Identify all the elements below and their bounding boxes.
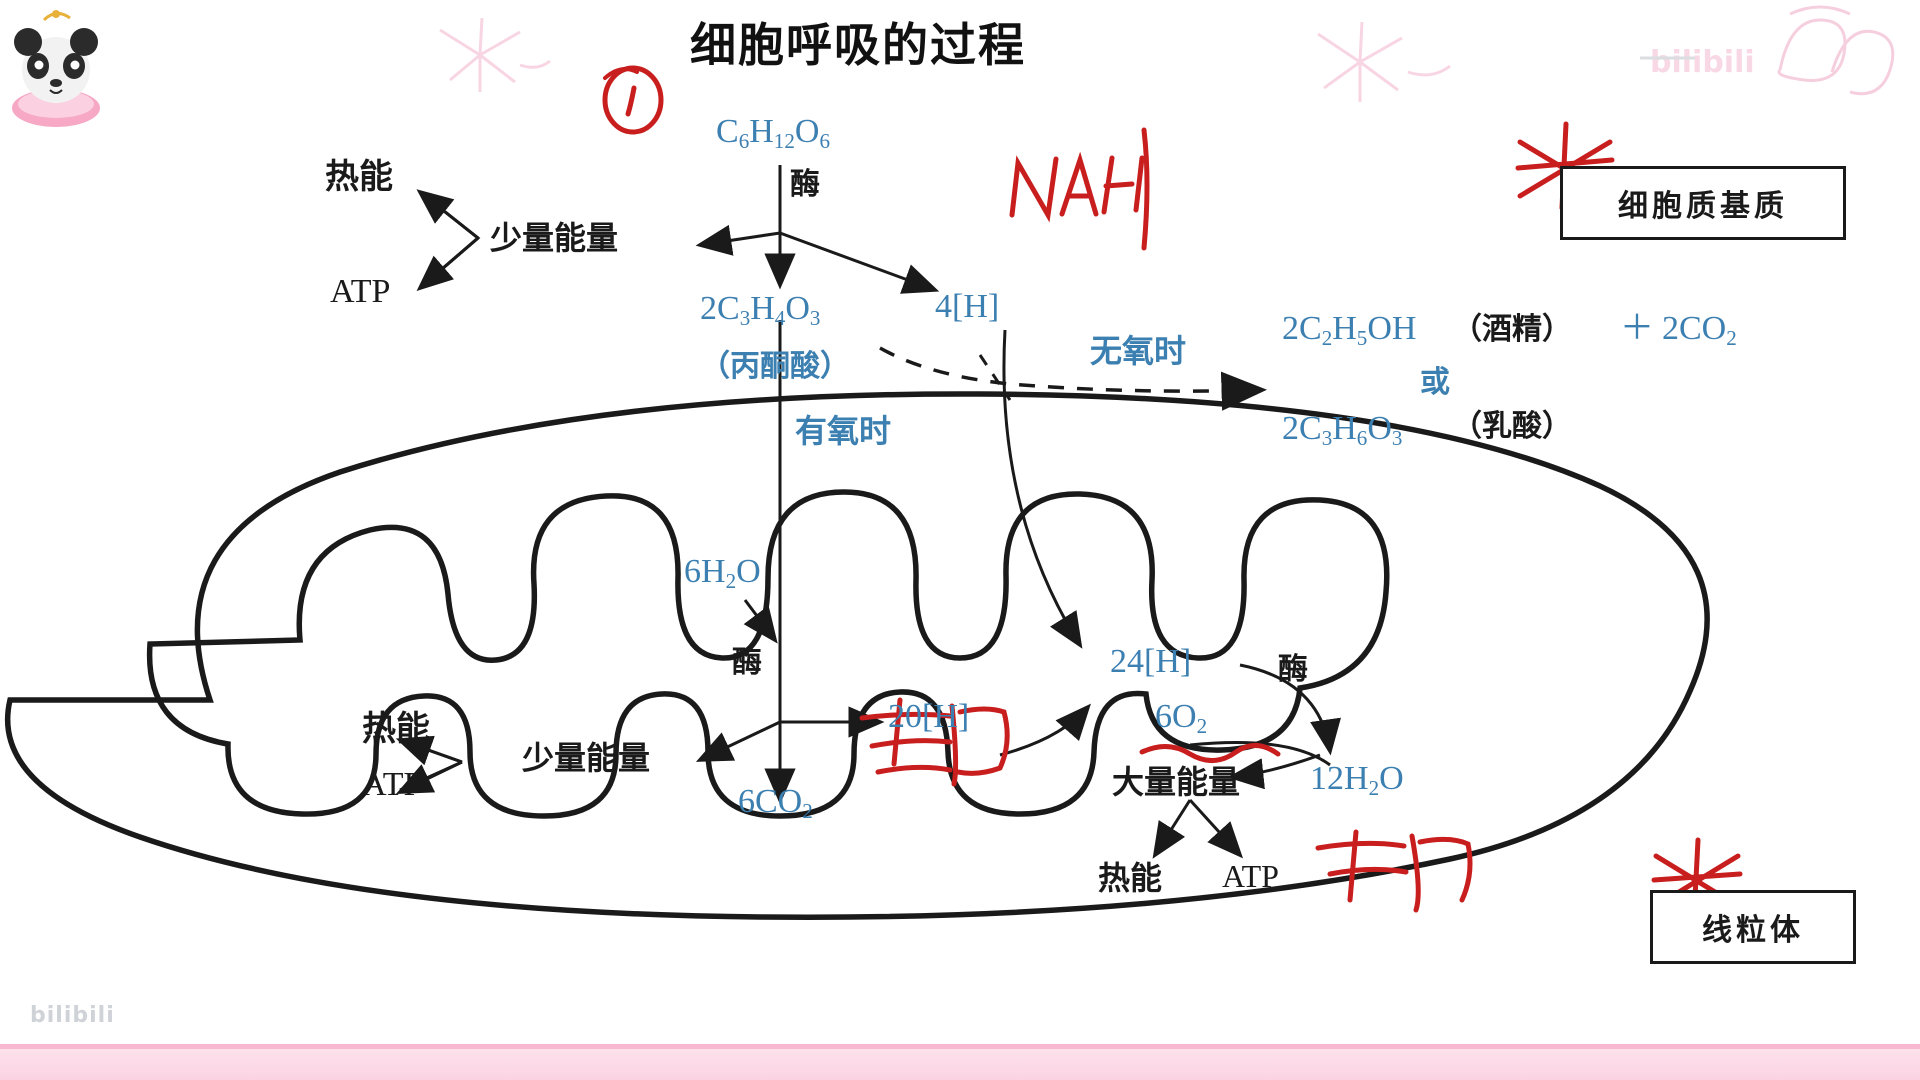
small-energy-label-cytoplasm: 少量能量 bbox=[490, 219, 619, 257]
heat-label-cytoplasm: 热能 bbox=[325, 157, 393, 197]
ethanol-formula: 2C2H5OH bbox=[1282, 310, 1417, 350]
pyruvate-sub-h: 4 bbox=[774, 305, 786, 330]
reduced-hydrogen-4h: 4[H] bbox=[935, 288, 1000, 325]
bottom-decorative-strip bbox=[0, 1044, 1920, 1080]
bilibili-pink-watermark: bilibili bbox=[1640, 45, 1755, 80]
glucose-formula: C6H12O6 bbox=[716, 113, 830, 153]
pyruvate-name-label: （丙酮酸） bbox=[700, 349, 850, 384]
lactate-sub-o: 3 bbox=[1391, 425, 1403, 450]
anaerobic-co2-formula: 2CO2 bbox=[1662, 310, 1737, 350]
pink-flower-doodle-right bbox=[1317, 21, 1451, 102]
co2-output-formula: 6CO2 bbox=[738, 783, 813, 823]
lactate-formula: 2C3H6O3 bbox=[1282, 410, 1403, 450]
bilibili-watermark-bottom: bilibili bbox=[30, 1003, 115, 1028]
lactate-sub-c: 3 bbox=[1321, 425, 1333, 450]
water-input-sub: 2 bbox=[725, 568, 737, 593]
ethanol-name-label: （酒精） bbox=[1452, 312, 1572, 347]
panda-avatar bbox=[12, 10, 100, 127]
heat-label-mitochondrion: 热能 bbox=[362, 709, 430, 749]
svg-text:bilibili: bilibili bbox=[1650, 45, 1755, 80]
enzyme-label-krebs: 酶 bbox=[732, 645, 762, 680]
ethanol-sub-c: 2 bbox=[1321, 325, 1333, 350]
pyruvate-sub-c: 3 bbox=[739, 305, 751, 330]
anaerobic-plus-sign: ＋ bbox=[1620, 310, 1654, 347]
glucose-sub-c: 6 bbox=[738, 128, 750, 153]
anaerobic-or-label: 或 bbox=[1420, 365, 1450, 400]
atp-label-mitochondrion-2: ATP bbox=[1222, 858, 1279, 894]
aerobic-condition-label: 有氧时 bbox=[795, 412, 892, 450]
pink-scribble-doodle bbox=[1777, 5, 1895, 96]
pyruvate-formula: 2C3H4O3 bbox=[700, 290, 821, 330]
enzyme-label-glycolysis: 酶 bbox=[790, 167, 820, 202]
water-output-formula: 12H2O bbox=[1310, 760, 1404, 800]
pyruvate-sub-o: 3 bbox=[809, 305, 821, 330]
pink-flower-doodle-left bbox=[439, 17, 551, 92]
glucose-sub-h: 12 bbox=[773, 128, 795, 153]
lactate-sub-h: 6 bbox=[1356, 425, 1368, 450]
glucose-sub-o: 6 bbox=[819, 128, 830, 153]
oxygen-formula: 6O2 bbox=[1155, 698, 1208, 738]
atp-label-mitochondrion: ATP bbox=[362, 766, 423, 803]
mitochondrion-box-label: 线粒体 bbox=[1650, 890, 1856, 964]
enzyme-label-oxidative: 酶 bbox=[1278, 652, 1308, 687]
large-energy-label: 大量能量 bbox=[1112, 763, 1241, 801]
heat-label-mitochondrion-2: 热能 bbox=[1098, 859, 1163, 897]
reduced-hydrogen-20h: 20[H] bbox=[888, 698, 970, 735]
atp-label-cytoplasm: ATP bbox=[330, 273, 391, 310]
ethanol-sub-h: 5 bbox=[1356, 325, 1368, 350]
water-output-sub: 2 bbox=[1368, 775, 1380, 800]
anaerobic-condition-label: 无氧时 bbox=[1090, 332, 1187, 370]
cytoplasm-box-label: 细胞质基质 bbox=[1560, 166, 1846, 240]
small-energy-label-mitochondrion: 少量能量 bbox=[522, 739, 651, 777]
reduced-hydrogen-24h: 24[H] bbox=[1110, 643, 1192, 680]
page-title: 细胞呼吸的过程 bbox=[690, 18, 1026, 72]
lactate-name-label: （乳酸） bbox=[1452, 409, 1572, 444]
anaerobic-co2-sub: 2 bbox=[1726, 325, 1737, 350]
co2-output-sub: 2 bbox=[802, 798, 813, 823]
water-input-formula: 6H2O bbox=[684, 553, 761, 593]
oxygen-sub: 2 bbox=[1196, 713, 1208, 738]
